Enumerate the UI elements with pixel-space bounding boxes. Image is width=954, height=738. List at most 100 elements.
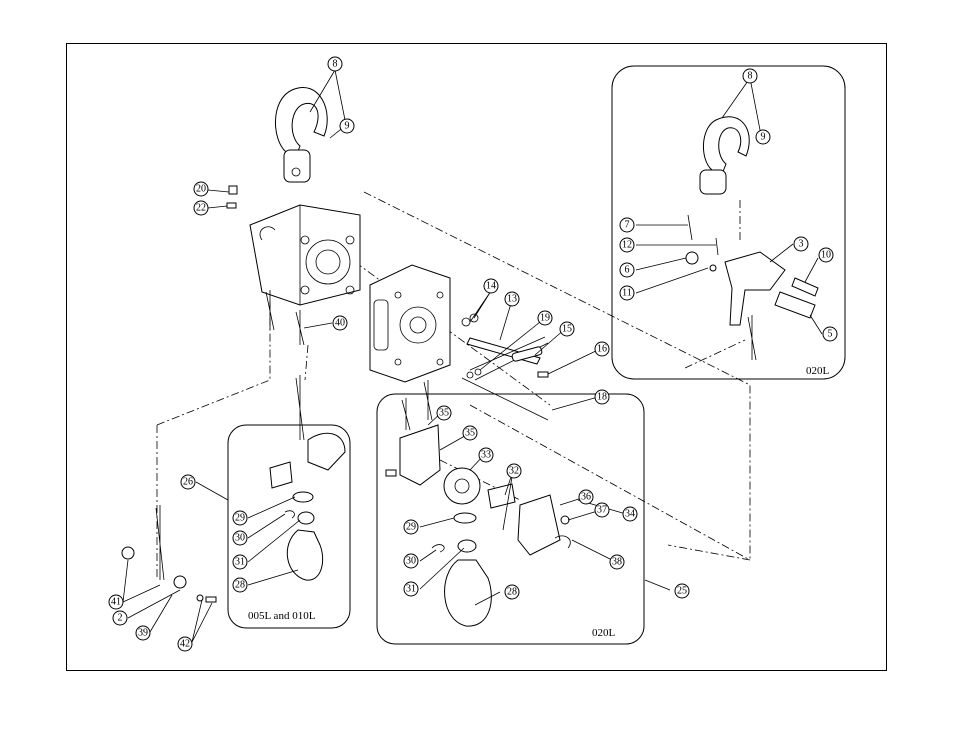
svg-text:37: 37 [597,505,607,516]
svg-text:14: 14 [486,281,496,292]
callout-8-inset: 8 [742,68,758,84]
svg-text:38: 38 [612,557,622,568]
callout-15: 15 [559,321,575,337]
svg-text:2: 2 [118,613,123,624]
load-chains [155,290,757,581]
svg-text:28: 28 [507,587,517,598]
svg-text:12: 12 [622,240,632,251]
callout-30-small: 30 [232,530,248,546]
svg-text:29: 29 [235,513,245,524]
callout-29-large: 29 [403,519,419,535]
inset-label-small-hook: 005L and 010L [248,610,316,622]
callout-8-main: 8 [327,56,343,72]
callout-26: 26 [180,474,196,490]
callout-13: 13 [504,291,520,307]
callout-35b: 35 [462,425,478,441]
svg-text:32: 32 [509,466,519,477]
svg-text:40: 40 [335,318,345,329]
svg-text:33: 33 [481,450,491,461]
callout-12: 12 [619,237,635,253]
svg-text:29: 29 [406,522,416,533]
svg-text:6: 6 [625,265,630,276]
gear-cover-plate [369,264,451,383]
callout-7: 7 [619,217,635,233]
callout-32: 32 [506,463,522,479]
callout-28-small: 28 [232,577,248,593]
svg-text:22: 22 [196,203,206,214]
svg-text:5: 5 [828,329,833,340]
svg-text:9: 9 [761,132,766,143]
main-housing [249,204,361,306]
inset-box-top-right [611,65,846,380]
callouts: 8 9 20 22 40 14 13 19 15 16 18 35 35 33 … [108,56,838,652]
callout-10: 10 [818,247,834,263]
svg-text:28: 28 [235,580,245,591]
svg-text:15: 15 [562,324,572,335]
svg-text:16: 16 [597,344,607,355]
callout-42: 42 [177,636,193,652]
callout-9-main: 9 [339,118,355,134]
callout-3: 3 [793,236,809,252]
callout-35a: 35 [436,405,452,421]
callout-31-large: 31 [403,581,419,597]
inset-020l-parts [685,116,819,326]
svg-text:31: 31 [406,584,416,595]
svg-text:8: 8 [748,71,753,82]
svg-text:7: 7 [625,220,630,231]
svg-text:18: 18 [597,392,607,403]
svg-text:39: 39 [138,628,148,639]
svg-text:35: 35 [439,408,449,419]
svg-text:19: 19 [540,313,550,324]
svg-text:41: 41 [111,597,121,608]
svg-text:30: 30 [406,556,416,567]
svg-text:3: 3 [799,239,804,250]
callout-25: 25 [674,583,690,599]
callout-11: 11 [619,285,635,301]
svg-text:26: 26 [183,477,193,488]
callout-2: 2 [112,610,128,626]
svg-text:30: 30 [235,533,245,544]
callout-31-small: 31 [232,554,248,570]
callout-9-inset: 9 [755,129,771,145]
callout-20: 20 [193,181,209,197]
callout-34: 34 [622,506,638,522]
svg-text:20: 20 [196,184,206,195]
callout-5: 5 [822,326,838,342]
callout-39: 39 [135,625,151,641]
chain-stopper-parts [121,546,217,603]
callout-40: 40 [332,315,348,331]
svg-text:8: 8 [333,59,338,70]
svg-text:34: 34 [625,509,635,520]
leader-lines [122,69,823,643]
svg-text:9: 9 [345,121,350,132]
callout-36: 36 [578,489,594,505]
callout-18: 18 [594,389,610,405]
inset-box-large-hook [376,393,645,645]
top-hook [275,87,328,183]
callout-28-large: 28 [504,584,520,600]
svg-text:31: 31 [235,557,245,568]
callout-41: 41 [108,594,124,610]
inset-label-large-hook: 020L [592,627,616,639]
svg-text:42: 42 [180,639,190,650]
callout-19: 19 [537,310,553,326]
callout-6: 6 [619,262,635,278]
svg-text:11: 11 [622,288,632,299]
small-hook-assembly [269,432,346,581]
callout-22: 22 [193,200,209,216]
svg-text:35: 35 [465,428,475,439]
callout-37: 37 [594,502,610,518]
svg-text:25: 25 [677,586,687,597]
inset-label-top-right: 020L [806,365,830,377]
callout-30-large: 30 [403,553,419,569]
callout-33: 33 [478,447,494,463]
svg-text:36: 36 [581,492,591,503]
diagram-frame [66,43,887,671]
svg-text:13: 13 [507,294,517,305]
callout-16: 16 [594,341,610,357]
svg-text:10: 10 [821,250,831,261]
callout-29-small: 29 [232,510,248,526]
callout-14: 14 [483,278,499,294]
inset-box-small-hook [227,424,351,629]
